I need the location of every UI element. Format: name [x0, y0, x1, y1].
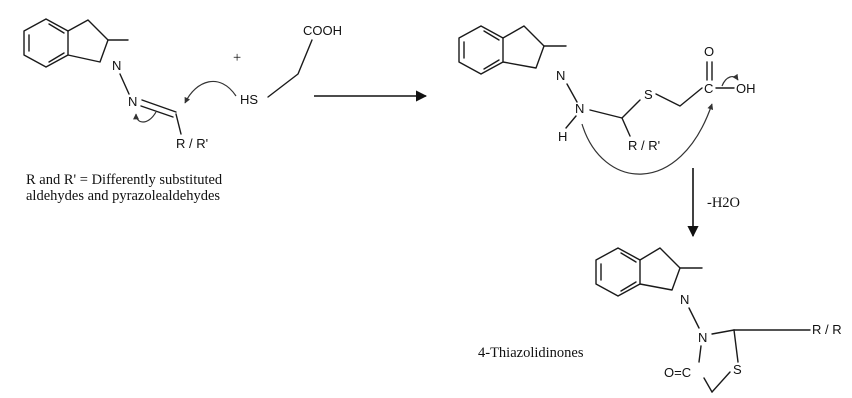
sulfur: S: [644, 87, 653, 102]
n-ch-bond: [589, 109, 623, 119]
pyrroline-ring: [67, 19, 109, 63]
intermediate: N N H R / R' S C O OH: [458, 25, 756, 175]
substituent-note: R and R' = Differently substituted aldeh…: [26, 172, 223, 204]
cooh-group: COOH: [303, 23, 342, 38]
imine-double-bond: [140, 99, 177, 118]
n-n-bond: [566, 83, 578, 103]
ring-nitrogen: N: [556, 68, 565, 83]
n-n-bond: [119, 73, 130, 95]
s-ch2-bond: [711, 371, 731, 393]
reactant-hydrazone: N N R / R': [23, 18, 208, 151]
r-group: R / R': [628, 138, 660, 153]
benzene-double-bonds: [600, 252, 637, 292]
c2-s-bond: [733, 329, 739, 363]
benzene-double-bonds: [463, 30, 500, 70]
n-n-bond: [688, 307, 700, 329]
n-h-bond: [565, 115, 577, 129]
benzene-double-bonds: [28, 23, 65, 63]
pyrroline-ring: [639, 247, 681, 291]
amine-nitrogen: N: [575, 101, 584, 116]
plus-sign: +: [233, 50, 241, 66]
note-line-2: aldehydes and pyrazolealdehydes: [26, 188, 220, 204]
sulfur: S: [733, 362, 742, 377]
benzene-ring: [595, 247, 641, 297]
imine-carbon-r-bond: [175, 113, 182, 135]
product-name: 4-Thiazolidinones: [478, 345, 584, 361]
electron-push-arrow-oh: [721, 73, 739, 87]
note-line-1: R and R' = Differently substituted: [26, 172, 223, 188]
hydroxyl: OH: [736, 81, 756, 96]
carbonyl-oxygen: O: [704, 44, 714, 59]
n-c2-bond: [711, 329, 735, 335]
ch-s-bond: [621, 99, 641, 119]
ch-r-bond: [621, 117, 631, 137]
benzene-ring: [458, 25, 504, 75]
carbonyl-carbon: C: [704, 81, 713, 96]
ring-nitrogen: N: [680, 292, 689, 307]
electron-push-arrow-small: [133, 111, 157, 123]
pyrroline-ring: [502, 25, 545, 69]
reactant-thioglycolic-acid: COOH HS: [184, 23, 342, 107]
carbonyl-group: O=C: [664, 365, 691, 380]
electron-push-arrow-attack: [184, 80, 237, 104]
r-group: R / R: [812, 322, 842, 337]
step-condition: -H2O: [707, 195, 740, 211]
thiol-group: HS: [240, 92, 258, 107]
thiazolidinone-nitrogen: N: [698, 330, 707, 345]
hydrogen: H: [558, 129, 567, 144]
acid-chain: [267, 39, 313, 98]
n-c4-bond: [698, 345, 702, 363]
s-ch2-bond: [655, 87, 703, 107]
c-o-double-bond: [706, 61, 713, 81]
benzene-ring: [23, 18, 69, 68]
ring-nitrogen: N: [112, 58, 121, 73]
ch2-c4-bond: [703, 377, 713, 393]
r-group: R / R': [176, 136, 208, 151]
imine-nitrogen: N: [128, 94, 137, 109]
electron-push-arrow-cyclize: [581, 103, 714, 175]
product: N N R / R S O=C 4-Thiazolidinones: [478, 247, 842, 393]
